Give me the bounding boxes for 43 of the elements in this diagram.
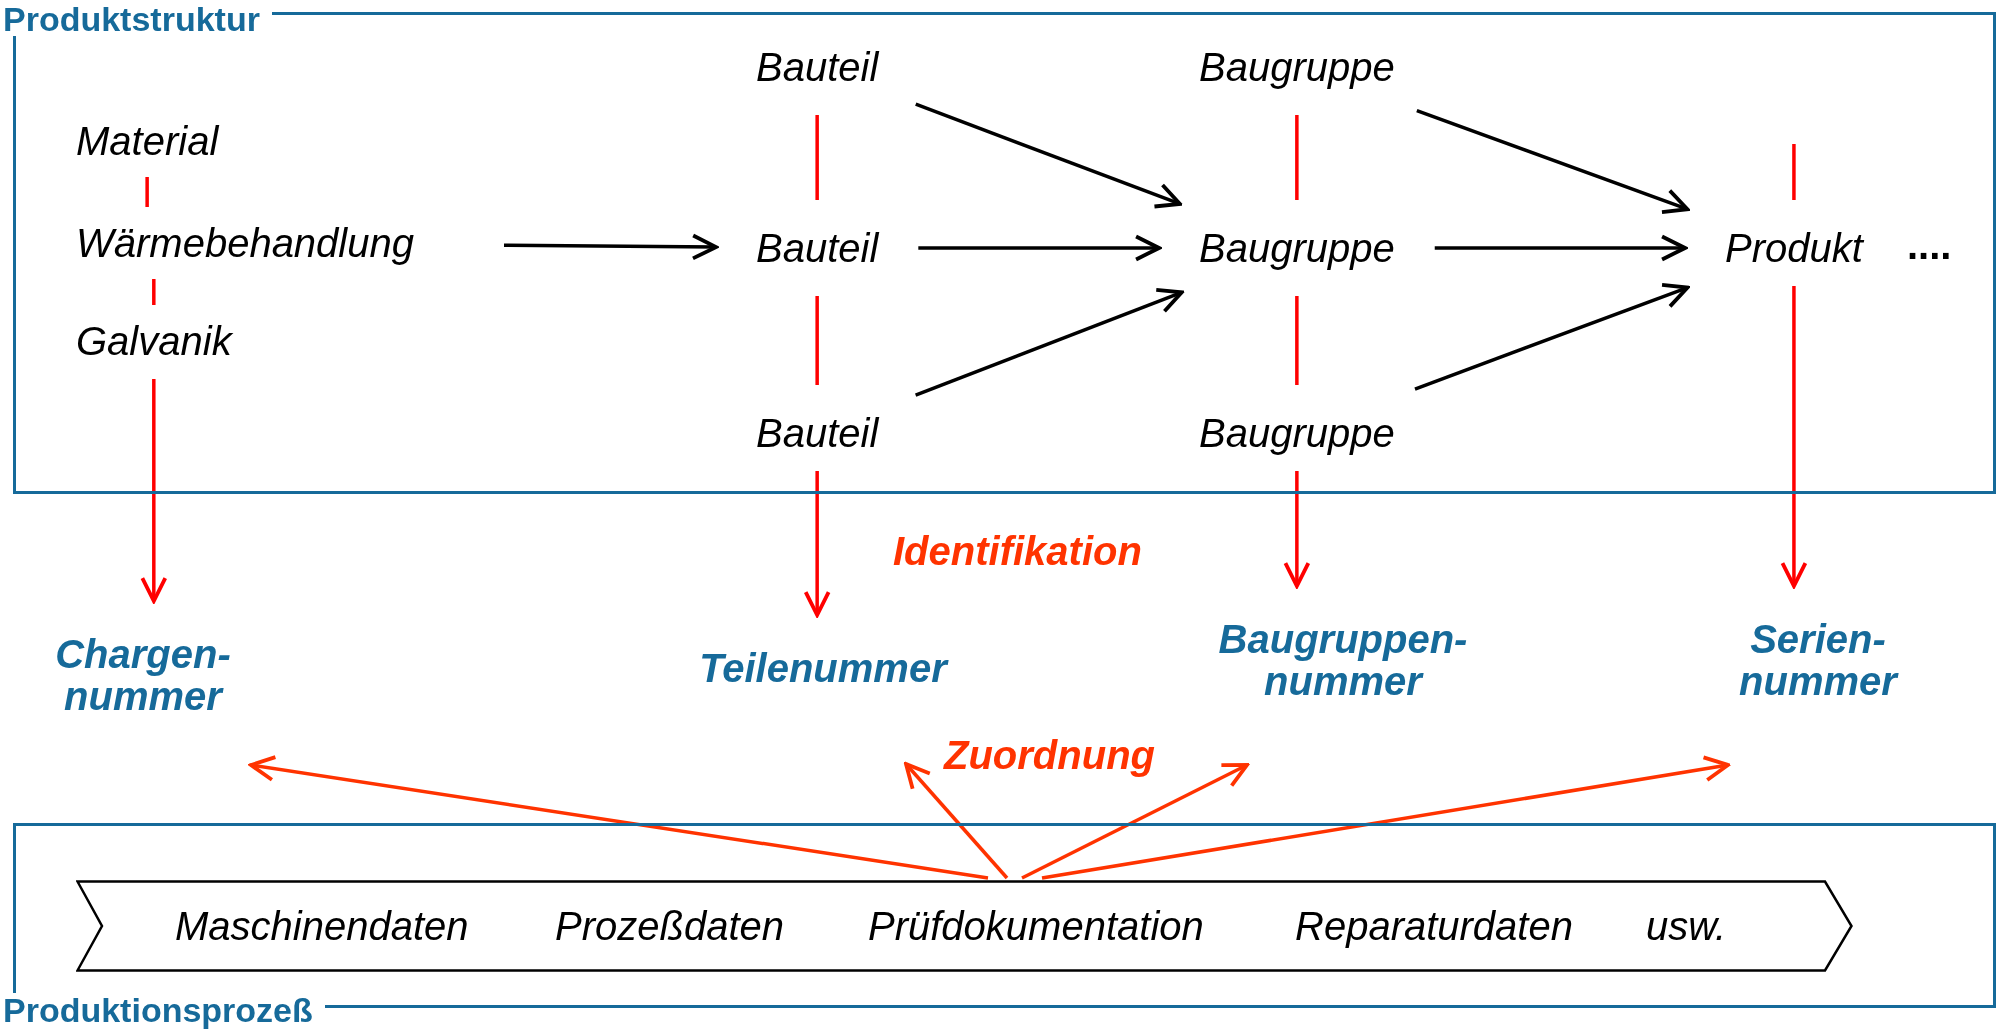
serial-number-label: Serien- nummer — [1739, 618, 1897, 702]
data-type-label: Prozeßdaten — [555, 903, 785, 950]
process-label: Galvanik — [76, 311, 232, 371]
arrow — [1041, 755, 1730, 880]
assembly-label: Baugruppe — [1199, 218, 1395, 278]
part-number-label: Teilenummer — [699, 647, 947, 689]
assembly-number-label: Baugruppen- nummer — [1218, 618, 1468, 702]
data-type-label: Reparaturdaten — [1295, 903, 1573, 950]
material-label: Material — [76, 111, 219, 171]
arrow — [1021, 763, 1249, 880]
batch-number-label: Chargen- nummer — [55, 633, 231, 717]
arrow — [915, 102, 1182, 209]
arrow — [915, 288, 1184, 397]
arrow — [904, 762, 1009, 880]
arrow — [249, 755, 989, 880]
data-type-label: Maschinendaten — [175, 903, 469, 950]
connector-line — [1295, 115, 1299, 200]
arrow — [140, 379, 168, 603]
part-label: Bauteil — [756, 37, 879, 97]
arrow — [1283, 471, 1311, 588]
connector-line — [1792, 144, 1796, 200]
connector-line — [815, 296, 819, 385]
frame-title: Produktionsprozeß — [3, 993, 325, 1027]
arrow — [1780, 286, 1808, 588]
connector-line — [152, 279, 156, 305]
process-label: Wärmebehandlung — [76, 213, 414, 273]
assembly-label: Baugruppe — [1199, 403, 1395, 463]
arrow — [504, 233, 718, 261]
connector-line — [145, 177, 149, 207]
connector-line — [1295, 296, 1299, 385]
product-label: Produkt — [1725, 218, 1863, 278]
connector-line — [815, 115, 819, 200]
process-chevron — [76, 880, 1853, 972]
part-label: Bauteil — [756, 218, 879, 278]
arrow — [1416, 109, 1690, 215]
part-label: Bauteil — [756, 403, 879, 463]
data-type-label: Prüfdokumentation — [868, 903, 1204, 950]
assembly-label: Baugruppe — [1199, 37, 1395, 97]
arrow — [1414, 282, 1690, 391]
data-type-label: usw. — [1646, 903, 1727, 950]
arrow — [803, 471, 831, 617]
arrow — [918, 234, 1161, 262]
arrow — [1434, 234, 1687, 262]
